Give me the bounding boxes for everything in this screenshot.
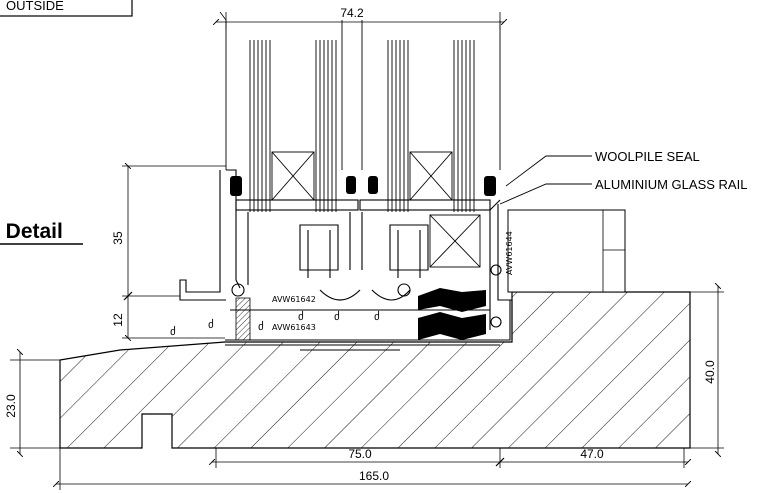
part-code-side: AVW61644: [505, 231, 514, 275]
callout-aluminium-glass-rail: ALUMINIUM GLASS RAIL: [595, 177, 747, 192]
outside-label: OUTSIDE: [6, 0, 64, 13]
dim-overall-sill: 165.0: [359, 469, 389, 483]
part-code-top: AVW61642: [272, 295, 316, 304]
dimension-lines: [10, 11, 724, 490]
svg-text:ძ: ძ: [258, 320, 264, 333]
svg-text:ძ: ძ: [374, 310, 380, 323]
aluminium-frame: [179, 169, 513, 346]
part-code-bottom: AVW61643: [272, 323, 316, 332]
dim-overall-width-top: 74.2: [340, 6, 364, 20]
gaskets: [230, 176, 496, 351]
dim-span-inner: 75.0: [348, 447, 372, 461]
screen-block: [507, 209, 626, 293]
dimension-mid-tick: [123, 291, 505, 467]
dim-base-height: 12: [111, 313, 125, 327]
glazing-units: [225, 20, 501, 268]
svg-text:ძ: ძ: [334, 310, 340, 323]
callout-woolpile-seal: WOOLPILE SEAL: [595, 149, 700, 164]
svg-text:ძ: ძ: [170, 325, 176, 338]
dim-frame-height: 35: [111, 231, 125, 245]
dim-sill-left-height: 23.0: [4, 394, 18, 418]
dim-span-right: 47.0: [580, 447, 604, 461]
svg-text:ძ: ძ: [208, 318, 214, 331]
outside-label-box: OUTSIDE: [0, 0, 133, 17]
section-title: l Detail: [0, 220, 83, 245]
svg-text:ძ: ძ: [298, 310, 304, 323]
dim-sill-right-height: 40.0: [703, 360, 717, 384]
callout-leaders: [499, 155, 592, 205]
glass-rail-hatched: [235, 297, 251, 341]
drip-marks: ძ ძ ძ ძ ძ ძ: [170, 310, 380, 338]
section-title-text: l Detail: [0, 220, 63, 243]
